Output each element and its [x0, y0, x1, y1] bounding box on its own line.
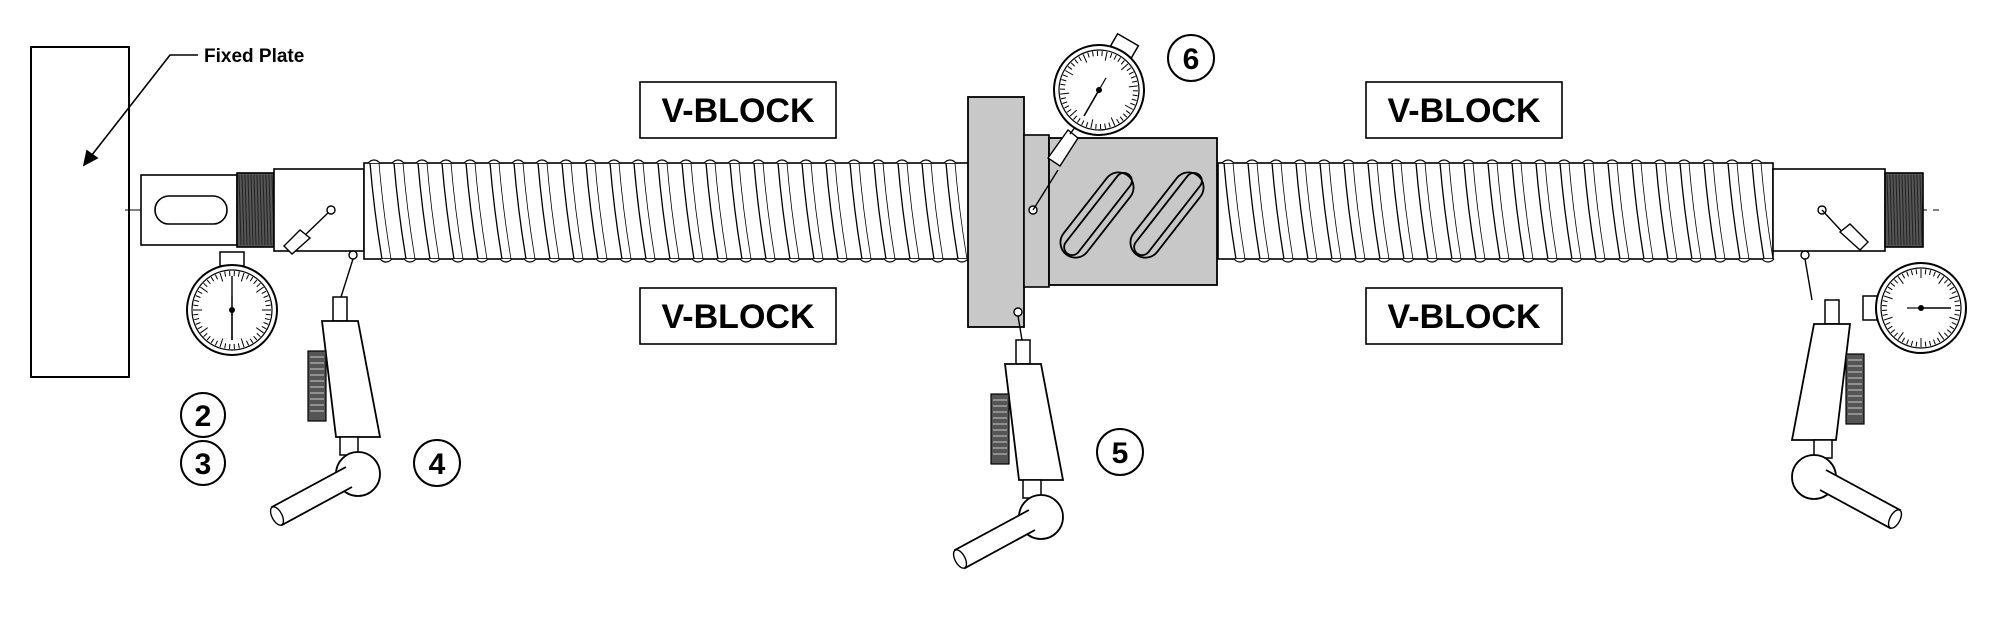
callout-3: 3	[180, 440, 226, 486]
vblock-top-right: V-BLOCK	[1365, 81, 1563, 139]
dial-indicator-icon	[186, 205, 336, 356]
left-bearing-journal	[273, 168, 365, 252]
fixed-plate	[30, 46, 130, 378]
callout-6: 6	[1167, 34, 1215, 82]
svg-text:4: 4	[429, 448, 446, 481]
right-bearing-journal	[1772, 168, 1886, 252]
vblock-top-left: V-BLOCK	[639, 81, 837, 139]
svg-text:3: 3	[195, 448, 212, 481]
left-thread-end	[236, 172, 275, 248]
nut-flange	[967, 96, 1025, 328]
ballscrew-shaft-left	[363, 159, 970, 263]
svg-text:V-BLOCK: V-BLOCK	[1388, 92, 1541, 130]
left-journal	[140, 174, 238, 246]
ballscrew-shaft-right	[1217, 159, 1775, 263]
magnetic-base-arm-icon	[949, 307, 1064, 572]
fixed-plate-leader	[82, 54, 198, 167]
svg-text:5: 5	[1112, 437, 1129, 470]
dial-indicator-icon	[1028, 16, 1168, 215]
right-thread-end	[1884, 172, 1924, 248]
callout-2: 2	[180, 392, 226, 438]
svg-text:V-BLOCK: V-BLOCK	[662, 298, 815, 336]
magnetic-base-arm-icon	[1791, 250, 1906, 532]
magnetic-base-arm-icon	[266, 250, 381, 529]
svg-text:V-BLOCK: V-BLOCK	[1388, 298, 1541, 336]
vblock-bottom-right: V-BLOCK	[1365, 287, 1563, 345]
svg-text:6: 6	[1183, 43, 1200, 76]
dial-indicator-icon	[1817, 205, 1967, 354]
svg-text:2: 2	[195, 400, 212, 433]
fixed-plate-label: Fixed Plate	[204, 46, 304, 67]
vblock-bottom-left: V-BLOCK	[639, 287, 837, 345]
callout-4: 4	[413, 439, 461, 487]
callout-5: 5	[1096, 428, 1144, 476]
svg-text:V-BLOCK: V-BLOCK	[662, 92, 815, 130]
nut-return-tubes	[1059, 171, 1205, 259]
nut-body	[1048, 137, 1218, 286]
